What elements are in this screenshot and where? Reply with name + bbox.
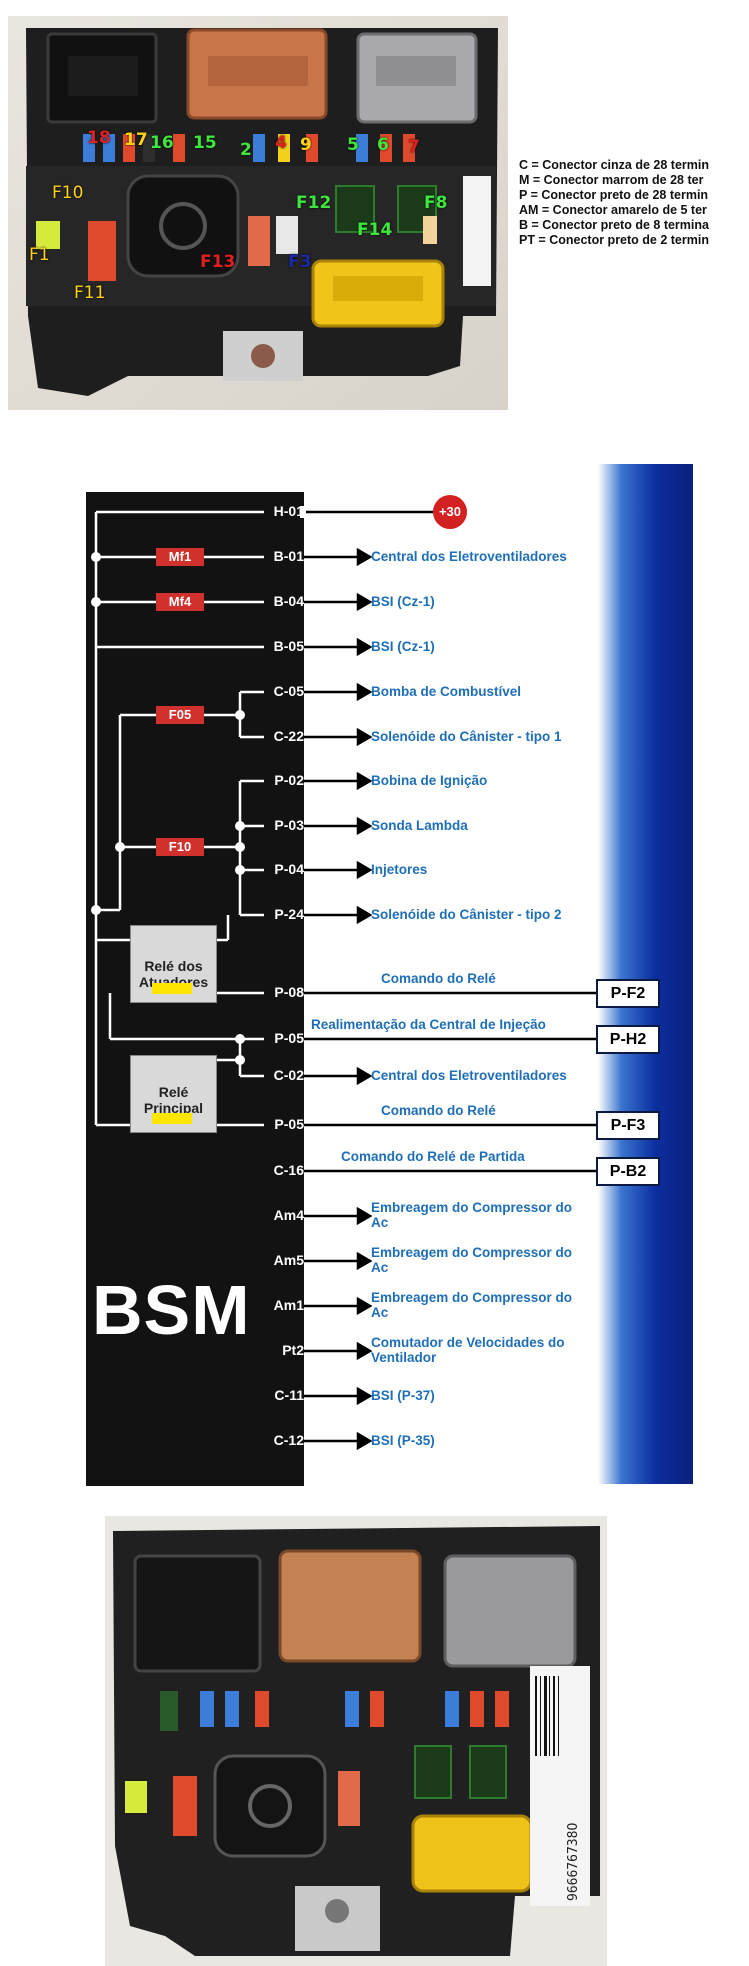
destination-label: Solenóide do Cânister - tipo 1: [371, 729, 562, 744]
destination-label: Bomba de Combustível: [371, 684, 522, 699]
fuse-label-7: 7: [408, 137, 420, 157]
pin-label: C-11: [274, 1387, 304, 1403]
pin-label: Pt2: [282, 1342, 304, 1358]
destination-label: Solenóide do Cânister - tipo 2: [371, 907, 562, 922]
bus-line-label: Comando do Relé: [381, 1103, 496, 1118]
bsm-diagram: Mf1 Mf4 F05 F10 +30 Relé dos Atuadores R…: [0, 460, 749, 1490]
bottom-fusebox-photo: 966676738O: [105, 1516, 607, 1966]
connector-legend: C = Conector cinza de 28 termin M = Cone…: [519, 158, 709, 248]
legend-item: AM = Conector amarelo de 5 ter: [519, 203, 707, 217]
destination-label: BSI (Cz-1): [371, 639, 435, 654]
pin-label: Am5: [273, 1252, 304, 1268]
fuse-label-F3: F3: [288, 252, 312, 272]
destination-label: Central dos Eletroventiladores: [371, 549, 567, 564]
fuse-label-F13: F13: [200, 252, 236, 272]
fuse-label-F1: F1: [29, 245, 50, 265]
destination-label: Central dos Eletroventiladores: [371, 1068, 567, 1083]
relay-coil: [152, 1113, 192, 1124]
plus30-label: +30: [438, 504, 462, 519]
pin-label: P-05: [274, 1116, 304, 1132]
fuse-label-F14: F14: [357, 220, 393, 240]
bus-bar: [598, 464, 693, 1484]
fuse-label-18: 18: [87, 128, 111, 148]
fuse-label-4: 4: [275, 133, 287, 153]
pin-label: B-05: [273, 638, 304, 654]
fuse-label-5: 5: [347, 135, 359, 155]
relay-principal: Relé Principal: [130, 1055, 217, 1133]
fuse-label-6: 6: [377, 135, 389, 155]
bsm-module-label: BSM: [92, 1271, 251, 1349]
fuse-label-2: 2: [240, 140, 252, 160]
fuse-label-F12: F12: [296, 193, 332, 213]
legend-item: PT = Conector preto de 2 termin: [519, 233, 709, 247]
pin-label: P-08: [274, 984, 304, 1000]
destination-label: Comutador de Velocidades do Ventilador: [371, 1335, 565, 1365]
fuse-f05: F05: [156, 706, 204, 724]
pin-label: C-12: [273, 1432, 304, 1448]
destination-label: Injetores: [371, 862, 428, 877]
legend-item: B = Conector preto de 8 termina: [519, 218, 709, 232]
legend-item: P = Conector preto de 28 termin: [519, 188, 709, 202]
pin-label: P-04: [274, 861, 304, 877]
pin-label: C-02: [273, 1067, 304, 1083]
relay-principal-label-1: Relé: [158, 1084, 189, 1100]
bus-line-label: Comando do Relé de Partida: [341, 1149, 525, 1164]
bus-line-label: Realimentação da Central de Injeção: [311, 1017, 546, 1032]
pin-label: C-22: [273, 728, 304, 744]
fuse-label-16: 16: [150, 133, 174, 153]
bus-line-label: Comando do Relé: [381, 971, 496, 986]
legend-item: C = Conector cinza de 28 termin: [519, 158, 709, 172]
pin-label: H-01: [273, 503, 304, 519]
top-fusebox-illustration: [8, 16, 508, 410]
fuse-label-F11: F11: [74, 283, 106, 303]
plus30-terminal: [433, 495, 467, 529]
fuse-mf4: Mf4: [156, 593, 204, 611]
pin-label: C-16: [273, 1162, 304, 1178]
fuse-label-9: 9: [300, 135, 312, 155]
relay-principal-label-2: Principal: [143, 1100, 204, 1116]
pin-label: P-02: [274, 772, 304, 788]
fuse-label-F8: F8: [424, 193, 448, 213]
legend-item: M = Conector marrom de 28 ter: [519, 173, 704, 187]
destination-label: BSI (P-35): [371, 1433, 435, 1448]
relay-atuadores: Relé dos Atuadores: [130, 925, 217, 1003]
pin-label: Am1: [273, 1297, 304, 1313]
bus-terminal-box: P-H2: [596, 1025, 660, 1054]
relay-atuadores-label-1: Relé dos: [144, 958, 203, 974]
fuse-label-17: 17: [124, 130, 148, 150]
destination-label: Embreagem do Compressor do Ac: [371, 1200, 573, 1230]
fuse-label-15: 15: [193, 133, 217, 153]
pin-label: P-03: [274, 817, 304, 833]
pin-label: B-01: [273, 548, 304, 564]
destination-label: Sonda Lambda: [371, 818, 468, 833]
destination-label: Bobina de Ignição: [371, 773, 488, 788]
pin-label: C-05: [273, 683, 304, 699]
fuse-mf1: Mf1: [156, 548, 204, 566]
relay-coil: [152, 983, 192, 994]
bus-terminal-box: P-B2: [596, 1157, 660, 1186]
bus-terminal-box: P-F2: [596, 979, 660, 1008]
fuse-f10: F10: [156, 838, 204, 856]
destination-label: Embreagem do Compressor do Ac: [371, 1290, 573, 1320]
barcode-number: 966676738O: [566, 1823, 581, 1901]
destination-label: Embreagem do Compressor do Ac: [371, 1245, 573, 1275]
destination-label: BSI (P-37): [371, 1388, 435, 1403]
pin-label: P-24: [274, 906, 304, 922]
pin-label: Am4: [273, 1207, 304, 1223]
fuse-label-F10: F10: [52, 183, 84, 203]
pin-label: B-04: [273, 593, 304, 609]
bus-terminal-box: P-F3: [596, 1111, 660, 1140]
pin-label: P-05: [274, 1030, 304, 1046]
bottom-fusebox-illustration: 966676738O: [105, 1516, 607, 1966]
destination-label: BSI (Cz-1): [371, 594, 435, 609]
top-fusebox-photo: [8, 16, 508, 410]
